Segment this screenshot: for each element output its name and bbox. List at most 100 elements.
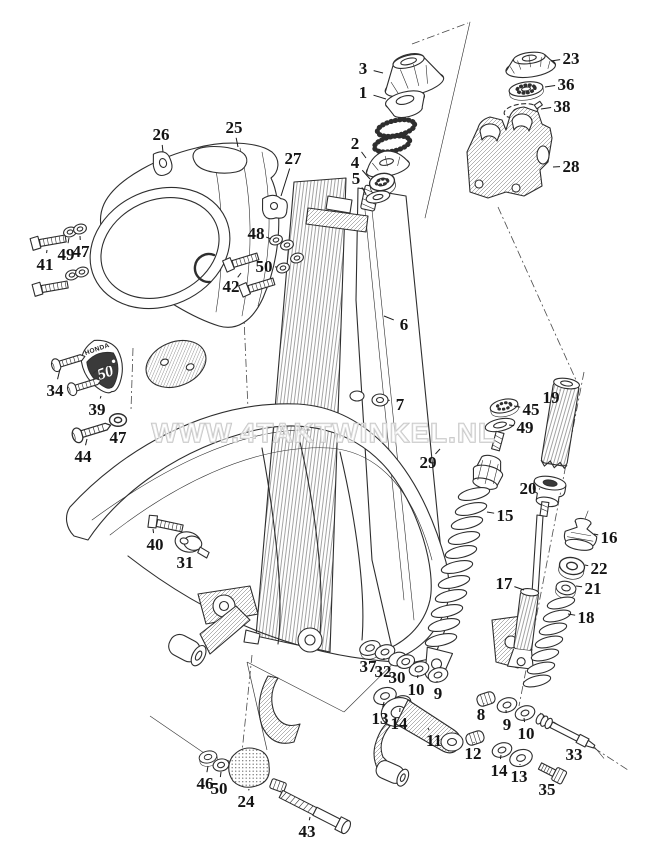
part-number-16: 16	[601, 528, 618, 547]
part-number-9: 9	[434, 684, 443, 703]
part-number-35: 35	[539, 780, 556, 799]
callout-leader-5	[361, 187, 367, 195]
part-number-31: 31	[177, 553, 194, 572]
callout-leader-46	[206, 765, 209, 773]
part-number-10: 10	[518, 724, 535, 743]
part-23	[505, 51, 557, 79]
callout-leader-44	[85, 438, 88, 446]
callout-leader-49	[67, 237, 70, 244]
part-number-14: 14	[391, 714, 409, 733]
part-number-26: 26	[153, 125, 170, 144]
callout-leader-38	[540, 107, 552, 110]
part-number-45: 45	[523, 400, 540, 419]
part-number-50: 50	[211, 779, 228, 798]
part-number-12: 12	[465, 744, 482, 763]
part-5	[365, 190, 391, 204]
part-number-48: 48	[248, 224, 265, 243]
part-number-10: 10	[408, 680, 425, 699]
part-number-39: 39	[89, 400, 106, 419]
callout-leader-29	[435, 448, 441, 455]
part-number-43: 43	[299, 822, 316, 841]
part-number-23: 23	[563, 49, 580, 68]
part-number-47: 47	[110, 428, 128, 447]
callout-leader-23	[550, 59, 561, 62]
callout-leader-42	[237, 272, 242, 278]
link-hardware-upper	[357, 637, 451, 714]
part-number-49: 49	[58, 245, 75, 264]
watermark: WWW.4TAKTWINKEL.NL	[152, 418, 496, 448]
part-number-40: 40	[147, 535, 164, 554]
part-number-22: 22	[591, 559, 608, 578]
part-43-bolt	[278, 789, 352, 835]
part-number-36: 36	[558, 75, 575, 94]
part-number-13: 13	[511, 767, 528, 786]
part-number-9: 9	[503, 715, 512, 734]
callout-leader-4	[361, 169, 371, 180]
part-7-nut	[371, 393, 389, 407]
callout-leader-39	[99, 395, 102, 399]
part-26-grommet	[152, 151, 173, 177]
part-33-adjuster-rod	[535, 713, 605, 759]
part-number-3: 3	[359, 59, 368, 78]
callout-leader-27	[280, 168, 291, 197]
callout-leader-26	[161, 144, 164, 153]
part-number-8: 8	[477, 705, 486, 724]
coil-spring-15	[424, 486, 491, 648]
part-25-headlight-case	[89, 142, 288, 389]
part-number-19: 19	[543, 388, 560, 407]
part-31	[174, 531, 210, 559]
callout-leader-13	[382, 701, 385, 708]
handlebar-holder-stack	[466, 51, 557, 199]
callout-leader-25	[235, 137, 239, 148]
ball-retainer-lower	[371, 133, 413, 155]
callout-leader-17	[514, 586, 525, 591]
part-number-29: 29	[420, 453, 437, 472]
part-number-20: 20	[520, 479, 537, 498]
part-11-link-arm	[373, 697, 464, 787]
part-29-front-fender	[65, 403, 450, 663]
callout-leader-3	[373, 70, 384, 74]
headlight-bottom-mount	[145, 339, 207, 389]
part-number-32: 32	[375, 662, 392, 681]
part-number-2: 2	[351, 134, 360, 153]
part-number-24: 24	[238, 792, 256, 811]
part-number-21: 21	[585, 579, 602, 598]
callout-leader-14	[499, 754, 502, 760]
fork-bottom-links	[168, 393, 533, 744]
part-number-25: 25	[226, 118, 243, 137]
callout-leader-16	[593, 533, 599, 536]
part-number-6: 6	[400, 315, 409, 334]
part-number-1: 1	[359, 83, 368, 102]
part-28-holder-block	[466, 106, 553, 199]
part-19-fork-cover	[540, 377, 580, 470]
callout-leader-34	[57, 368, 61, 380]
callout-leader-40	[152, 528, 155, 534]
callout-leader-49	[508, 424, 515, 427]
part-number-11: 11	[426, 731, 442, 750]
callout-leader-10	[523, 717, 526, 723]
part-number-30: 30	[389, 668, 406, 687]
part-number-50: 50	[256, 257, 273, 276]
part-number-28: 28	[563, 157, 580, 176]
callout-leader-2	[361, 151, 367, 159]
callout-leader-43	[308, 816, 311, 821]
callout-leader-36	[544, 85, 556, 88]
part-number-27: 27	[285, 149, 303, 168]
part-number-34: 34	[47, 381, 65, 400]
callout-leader-11	[427, 727, 430, 731]
callout-leader-15	[486, 511, 495, 514]
part-number-13: 13	[372, 709, 389, 728]
part-number-18: 18	[578, 608, 595, 627]
callout-leader-1	[373, 94, 387, 100]
part-3	[384, 53, 445, 98]
part-number-47: 47	[73, 242, 91, 261]
part-number-42: 42	[223, 277, 240, 296]
link-hardware-lower	[464, 689, 605, 785]
part-17-damper	[506, 501, 550, 670]
callout-leader-48	[266, 236, 272, 240]
part-number-37: 37	[360, 657, 378, 676]
callout-leader-6	[383, 315, 394, 321]
